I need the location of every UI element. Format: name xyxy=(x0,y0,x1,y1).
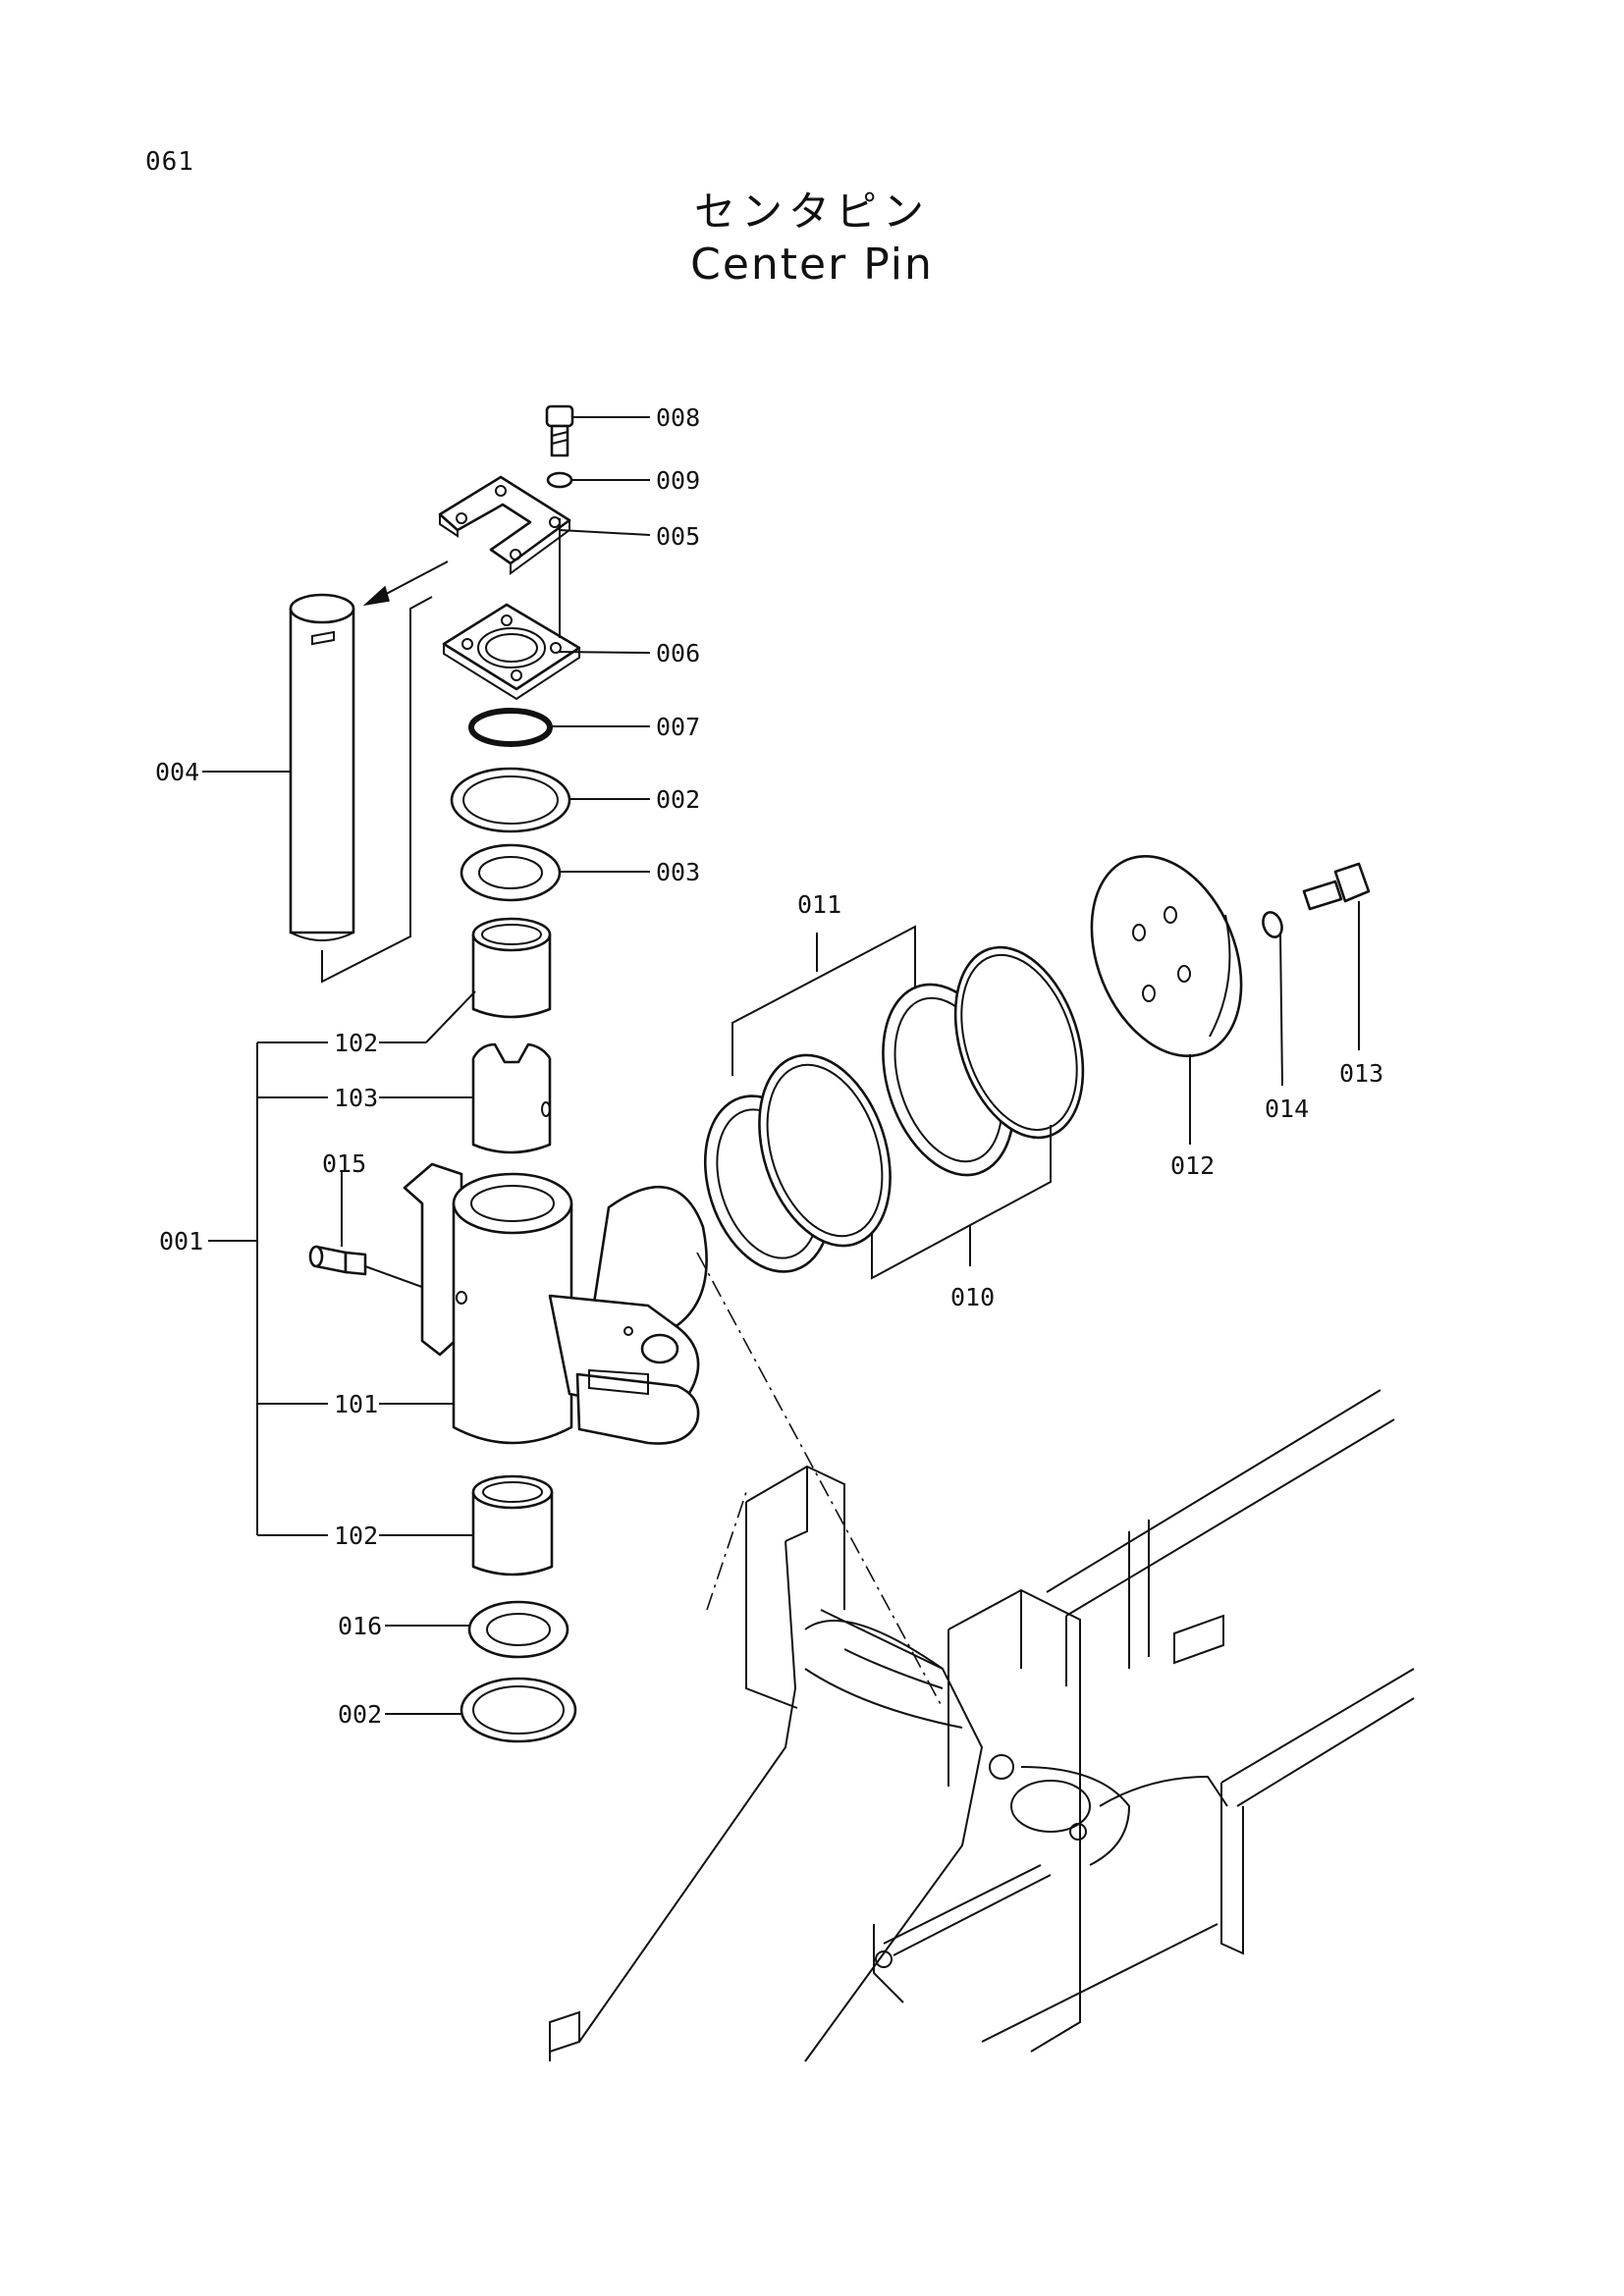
shim-002-upper-part xyxy=(450,767,571,833)
o-ring-007-part xyxy=(468,708,553,747)
grease-fitting-015-part xyxy=(308,1245,367,1276)
bolt-008-part xyxy=(545,404,574,457)
label-002-lower: 002 xyxy=(338,1700,382,1729)
label-003: 003 xyxy=(656,858,700,886)
label-001: 001 xyxy=(159,1227,203,1255)
bushing-102-upper-part xyxy=(471,917,552,1019)
plate-005-part xyxy=(438,475,571,575)
title-japanese: センタピン xyxy=(693,187,930,236)
label-102-upper: 102 xyxy=(334,1029,378,1057)
label-102-lower: 102 xyxy=(334,1522,378,1550)
label-011: 011 xyxy=(797,890,841,919)
label-010: 010 xyxy=(950,1283,995,1311)
label-016: 016 xyxy=(338,1612,382,1640)
bushing-102-lower-part xyxy=(471,1474,554,1576)
label-015: 015 xyxy=(322,1149,366,1178)
label-006: 006 xyxy=(656,639,700,667)
washer-009-part xyxy=(546,471,573,489)
label-103: 103 xyxy=(334,1084,378,1112)
label-002-upper: 002 xyxy=(656,785,700,814)
label-008: 008 xyxy=(656,403,700,432)
center-pin-004-part xyxy=(289,593,355,941)
page-number: 061 xyxy=(145,147,194,177)
machine-frame-context xyxy=(549,1389,1415,2062)
label-014: 014 xyxy=(1265,1095,1309,1123)
label-007: 007 xyxy=(656,713,700,741)
title-english: Center Pin xyxy=(690,240,934,290)
cover-plate-012-part xyxy=(1090,854,1243,1058)
bolt-013-part xyxy=(1302,862,1371,911)
pivot-body-101-part xyxy=(403,1162,708,1445)
label-013: 013 xyxy=(1339,1059,1383,1088)
seal-ring-group xyxy=(703,945,1085,1273)
thrust-washer-016-part xyxy=(467,1600,569,1659)
label-012: 012 xyxy=(1170,1151,1215,1180)
washer-014-part xyxy=(1262,911,1283,938)
thrust-washer-003-part xyxy=(460,843,562,902)
label-101: 101 xyxy=(334,1390,378,1418)
label-009: 009 xyxy=(656,466,700,495)
assembly-001-bracket xyxy=(208,1041,328,1536)
label-004: 004 xyxy=(155,758,199,786)
bushing-103-part xyxy=(471,1042,552,1154)
label-005: 005 xyxy=(656,522,700,551)
shim-002-lower-part xyxy=(460,1677,577,1743)
plate-006-part xyxy=(442,603,581,701)
